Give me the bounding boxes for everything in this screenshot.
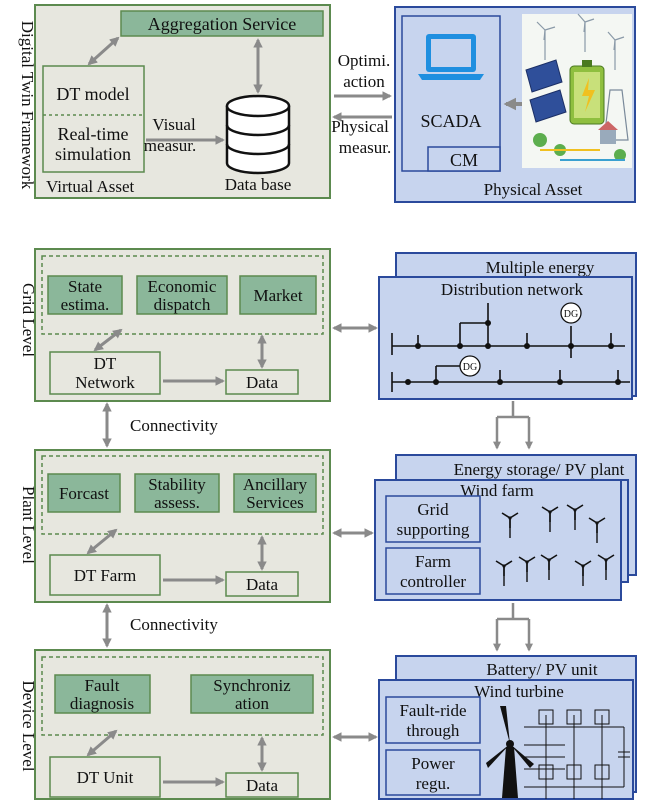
- dg-label-1: DG: [564, 309, 578, 320]
- dt-network-box: [49, 351, 161, 395]
- aggregation-service-label: Aggregation Service: [148, 14, 296, 34]
- visual-measur-line1: Visual: [152, 115, 196, 134]
- fault-diagnosis-line2: diagnosis: [70, 694, 134, 713]
- grid-services-dashed: [41, 255, 324, 335]
- dt-unit-label: DT Unit: [77, 768, 134, 787]
- fault-diagnosis-line1: Fault: [85, 676, 120, 695]
- wind-turbine-label: Wind turbine: [474, 682, 564, 701]
- grid-arrow-dt-services: [93, 328, 123, 352]
- scada-label: SCADA: [420, 111, 481, 131]
- physical-measur-line2: measur.: [339, 138, 391, 157]
- synchronization-line2: ation: [235, 694, 269, 713]
- energy-storage-label: Energy storage/ PV plant: [454, 460, 625, 479]
- fault-ride-through-box: [385, 696, 481, 744]
- physical-measur-line1: Physical: [331, 117, 389, 136]
- economic-dispatch-line2: dispatch: [154, 295, 211, 314]
- multiple-energy-label: Multiple energy: [486, 258, 595, 277]
- database-icon: [225, 94, 291, 175]
- dg-label-2: DG: [463, 362, 477, 373]
- power-regu-line1: Power: [411, 754, 455, 773]
- stability-assess-line2: assess.: [154, 493, 200, 512]
- distribution-network-schematic: [391, 303, 630, 392]
- cm-label: CM: [450, 150, 478, 170]
- ancillary-services-box: [233, 473, 317, 513]
- grid-data-label: Data: [246, 373, 279, 392]
- synchronization-line1: Synchroniz: [213, 676, 291, 695]
- dt-network-line2: Network: [75, 373, 135, 392]
- device-arrow-dt-services: [86, 729, 118, 757]
- power-regu-line2: regu.: [416, 774, 450, 793]
- dt-unit-box: [49, 756, 161, 798]
- device-services-dashed: [41, 656, 324, 736]
- ancillary-services-line1: Ancillary: [243, 475, 308, 494]
- device-side-label: Device Level: [19, 680, 38, 771]
- realtime-label-line1: Real-time: [58, 124, 129, 144]
- ancillary-services-line2: Services: [246, 493, 304, 512]
- aggregation-service-box: [120, 10, 324, 37]
- optimi-action-line1: Optimi.: [338, 51, 390, 70]
- fault-ride-through-line1: Fault-ride: [399, 701, 466, 720]
- framework-side-label: Digital Twin Framework: [18, 21, 37, 190]
- connectivity-label-2: Connectivity: [130, 615, 218, 634]
- virtual-asset-label: Virtual Asset: [46, 177, 134, 196]
- distribution-network-nodes: [405, 320, 621, 385]
- farm-controller-line1: Farm: [415, 552, 451, 571]
- plant-data-label: Data: [246, 575, 279, 594]
- plant-side-label: Plant Level: [19, 486, 38, 564]
- converter-schematic: [524, 709, 630, 799]
- large-wind-turbine-icon: [486, 706, 534, 798]
- grid-data-box: [225, 369, 299, 395]
- market-label: Market: [253, 286, 302, 305]
- realtime-label-line2: simulation: [55, 144, 131, 164]
- plant-data-box: [225, 571, 299, 597]
- distribution-network-panel: [378, 276, 633, 400]
- farm-controller-line2: controller: [400, 572, 466, 591]
- dt-farm-box: [49, 554, 161, 596]
- stability-assess-box: [134, 473, 220, 513]
- connectivity-label-1: Connectivity: [130, 416, 218, 435]
- power-regu-box: [385, 749, 481, 796]
- grid-side-label: Grid Level: [19, 283, 38, 357]
- grid-supporting-line2: supporting: [397, 520, 470, 539]
- fault-diagnosis-box: [54, 674, 151, 714]
- dt-model-label: DT model: [56, 84, 129, 104]
- dg-node-2: [459, 355, 481, 377]
- cm-box: [427, 146, 501, 172]
- grid-supporting-box: [385, 495, 481, 543]
- energy-plant-illustration: [522, 13, 632, 168]
- dg-node-1: [560, 302, 582, 324]
- dt-farm-label: DT Farm: [74, 566, 137, 585]
- dt-network-line1: DT: [94, 354, 117, 373]
- device-data-label: Data: [246, 776, 279, 795]
- connector-plant-device: [492, 603, 534, 652]
- distribution-network-label: Distribution network: [441, 280, 584, 299]
- forcast-label: Forcast: [59, 484, 109, 503]
- forcast-box: [47, 473, 121, 513]
- state-estima-line1: State: [68, 277, 102, 296]
- arrow-dtmodel-aggregation: [87, 36, 120, 66]
- database-label: Data base: [225, 175, 292, 194]
- optimi-action-line2: action: [343, 72, 385, 91]
- battery-pv-label: Battery/ PV unit: [486, 660, 597, 679]
- state-estima-line2: estima.: [61, 295, 110, 314]
- laptop-icon: [418, 34, 484, 80]
- state-estima-box: [47, 275, 123, 315]
- market-box: [239, 275, 317, 315]
- economic-dispatch-box: [136, 275, 228, 315]
- farm-controller-box: [385, 547, 481, 595]
- connector-grid-plant: [492, 401, 534, 450]
- stability-assess-line1: Stability: [148, 475, 206, 494]
- device-data-box: [225, 772, 299, 798]
- fault-ride-through-line2: through: [407, 721, 460, 740]
- dt-model-box: [42, 65, 145, 173]
- plant-arrow-dt-services: [86, 528, 118, 555]
- economic-dispatch-line1: Economic: [148, 277, 217, 296]
- plant-services-dashed: [41, 455, 324, 535]
- synchronization-box: [190, 674, 314, 714]
- grid-supporting-line1: Grid: [417, 500, 449, 519]
- physical-asset-label: Physical Asset: [484, 180, 583, 199]
